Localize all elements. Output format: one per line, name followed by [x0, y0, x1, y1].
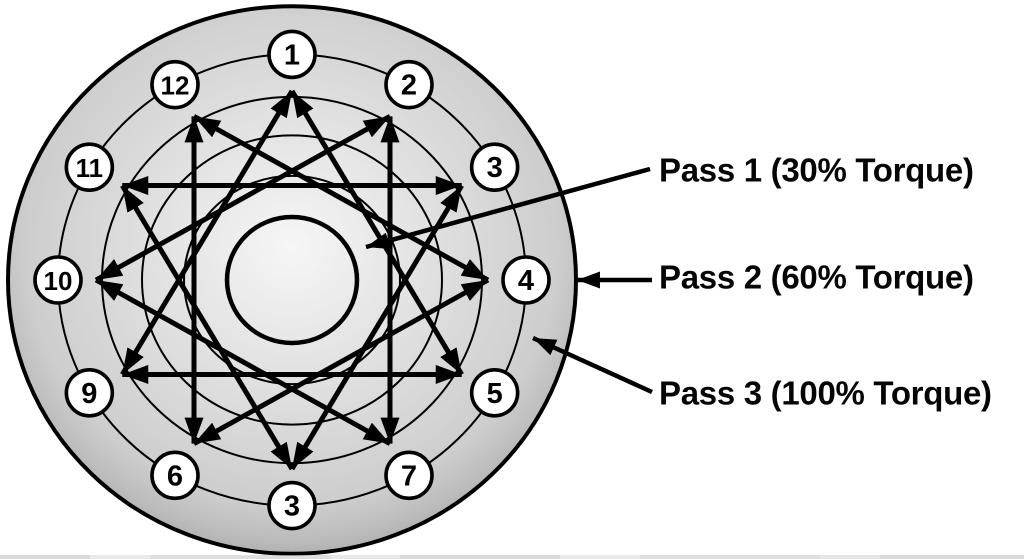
- bolt-badge-circle: [64, 367, 115, 418]
- bolt-badge-circle: [267, 29, 317, 80]
- bolt-number: 3: [284, 491, 300, 523]
- bolt-number: 5: [487, 378, 503, 410]
- bolt-badge-circle: [33, 255, 83, 305]
- bolt-badge-circle: [150, 450, 200, 501]
- bolt-badge: 11: [64, 142, 115, 193]
- pass-1-label: Pass 1 (30% Torque): [659, 151, 974, 189]
- pass-3-leader: [532, 335, 653, 395]
- bolt-badge-circle: [384, 450, 434, 501]
- bolt-badge-circle: [267, 480, 317, 531]
- bolt-badge-circle: [64, 142, 115, 193]
- bolt-badge: 9: [64, 367, 115, 418]
- sequence-arrow: [192, 114, 490, 283]
- pass-3-label: Pass 3 (100% Torque): [659, 374, 992, 412]
- flange-outer-edge: [6, 4, 578, 556]
- bolt-badge: 5: [469, 367, 520, 418]
- bolt-badge-circle: [501, 255, 551, 305]
- bolt-badge-circle: [469, 367, 520, 418]
- bolt-badge-circle: [384, 59, 434, 110]
- bolt-number: 4: [518, 265, 534, 297]
- bolt-number: 6: [167, 460, 183, 492]
- bolt-badge: 2: [384, 59, 434, 110]
- bolt-number: 9: [81, 378, 97, 410]
- bolt-badge: 1: [267, 29, 317, 80]
- bolt-number: 2: [401, 70, 417, 102]
- bolt-number: 10: [44, 266, 73, 296]
- bottom-edge-artifact: [0, 555, 1024, 559]
- bolt-badge-circle: [150, 59, 200, 110]
- bolt-badge: 10: [33, 255, 83, 305]
- bolt-badge: 6: [150, 450, 200, 501]
- bolt-badge-circle: [469, 142, 520, 193]
- bolt-number: 11: [76, 153, 104, 183]
- bolt-number: 1: [284, 39, 300, 71]
- bolt-badge: 4: [501, 255, 551, 305]
- pass-1-leader: [365, 166, 651, 250]
- pass-2-label: Pass 2 (60% Torque): [659, 258, 974, 296]
- bolt-number: 7: [401, 460, 417, 492]
- bolt-badge: 7: [384, 450, 434, 501]
- bolt-number: 12: [161, 71, 190, 101]
- bolt-number: 3: [487, 152, 503, 184]
- bolt-badge: 12: [150, 59, 200, 110]
- bolt-badge: 3: [469, 142, 520, 193]
- bolt-badge: 3: [267, 480, 317, 531]
